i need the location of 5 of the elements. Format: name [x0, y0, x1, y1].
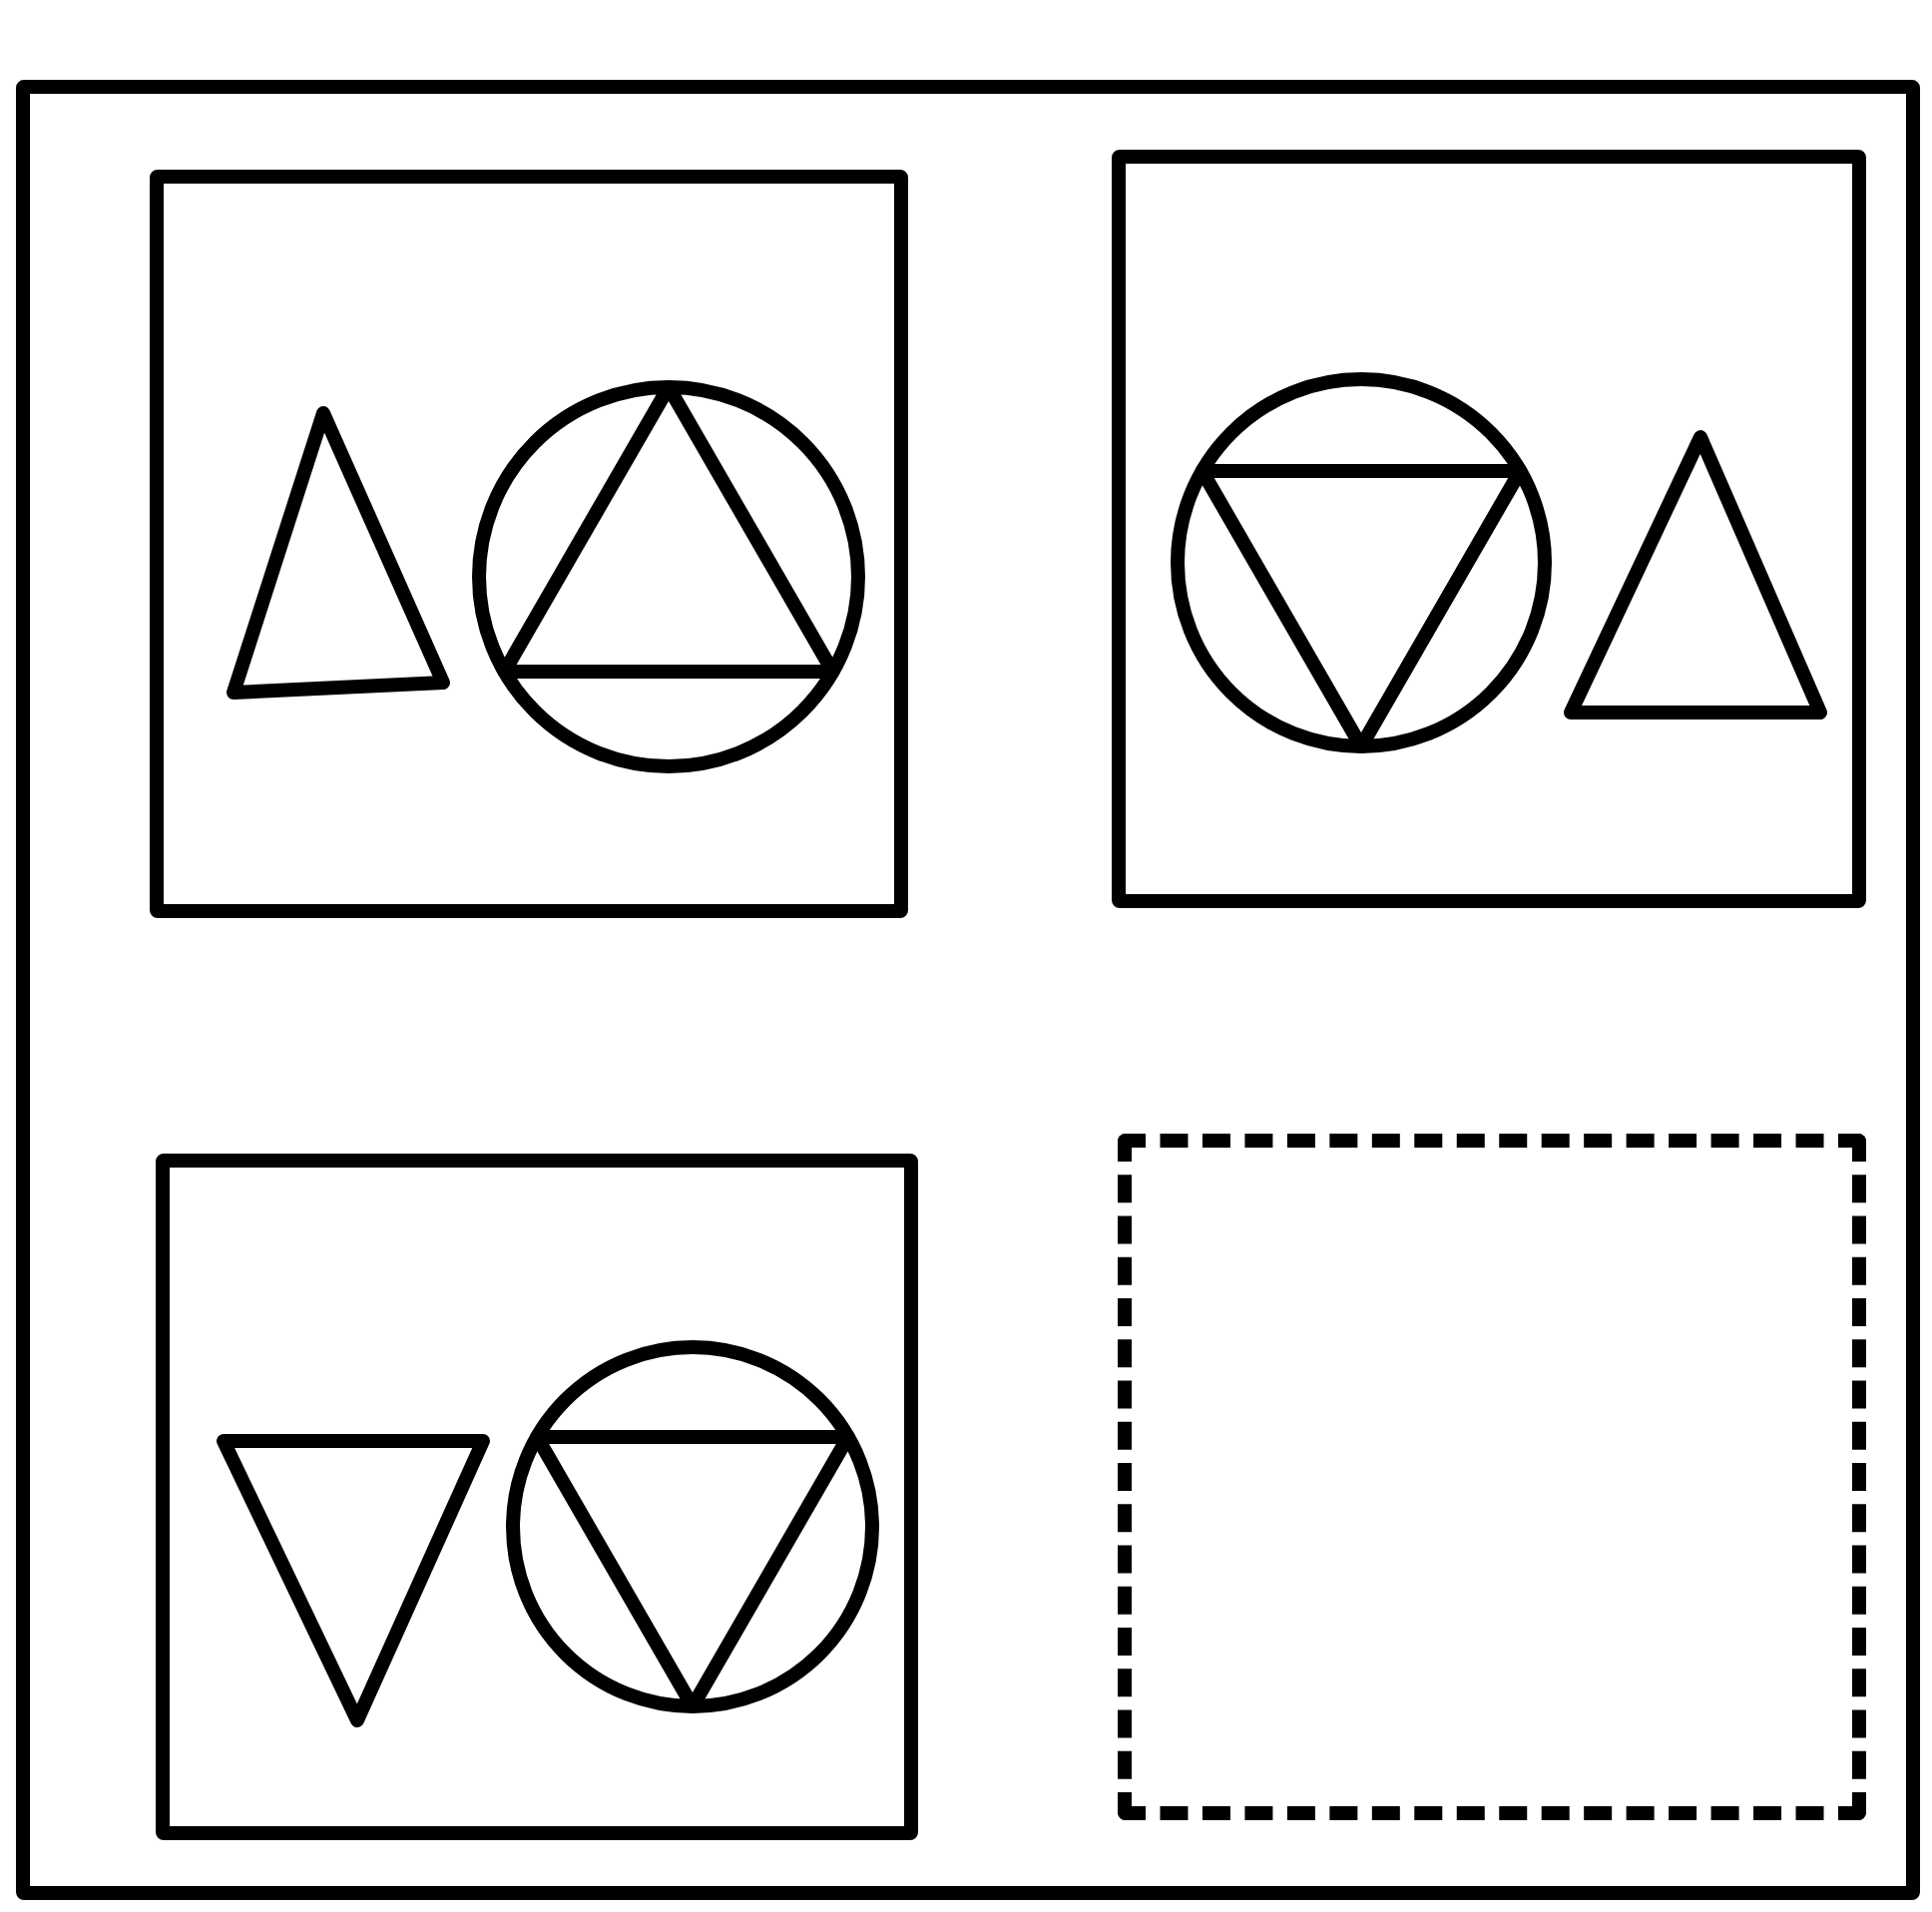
figure-panel: [156, 1154, 918, 1840]
figure-panel: [150, 170, 908, 918]
puzzle-frame: [16, 80, 1920, 1900]
empty-answer-box: [1118, 1134, 1866, 1820]
figure-panel: [1112, 150, 1866, 908]
